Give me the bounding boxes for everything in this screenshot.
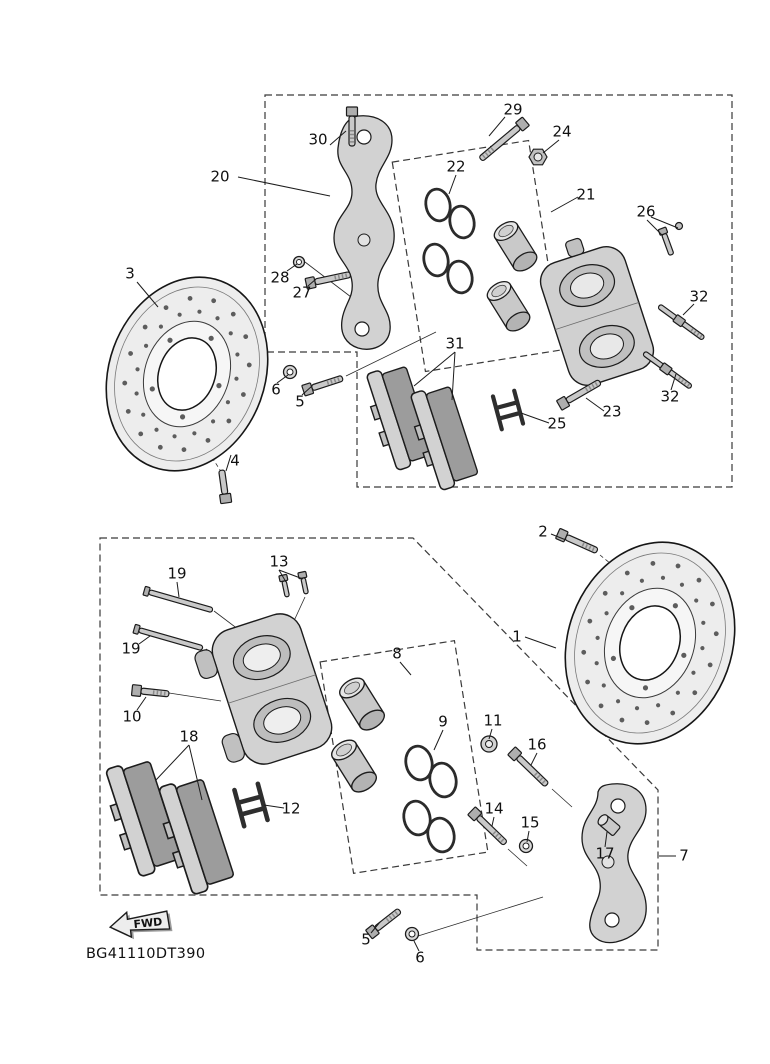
part-label-21: 21 bbox=[576, 185, 596, 204]
brake-pad bbox=[158, 779, 234, 895]
brake-pad bbox=[410, 386, 479, 491]
brake-disc-1 bbox=[564, 541, 736, 745]
pad-spring-12 bbox=[232, 781, 270, 829]
part-label-6: 6 bbox=[415, 948, 425, 967]
part-label-6: 6 bbox=[271, 380, 281, 399]
caliper-body-rear bbox=[194, 613, 333, 765]
part-label-13: 13 bbox=[269, 552, 289, 571]
bolt-5-lower bbox=[365, 908, 402, 940]
bolt-29 bbox=[479, 116, 530, 162]
caliper-piston bbox=[493, 220, 538, 272]
part-label-10: 10 bbox=[122, 707, 142, 726]
part-label-19: 19 bbox=[167, 564, 187, 583]
part-label-17: 17 bbox=[595, 844, 615, 863]
part-label-20: 20 bbox=[210, 167, 230, 186]
caliper-bracket-7 bbox=[581, 783, 647, 944]
bolt-16 bbox=[507, 746, 549, 787]
diagram-code: BG41110DT390 bbox=[86, 946, 206, 962]
washer-15 bbox=[518, 838, 534, 854]
seal-kit-9 bbox=[402, 744, 458, 854]
part-label-26: 26 bbox=[636, 202, 656, 221]
part-label-5: 5 bbox=[361, 930, 371, 949]
part-label-1: 1 bbox=[512, 627, 522, 646]
part-label-2: 2 bbox=[538, 522, 548, 541]
bolt-27 bbox=[304, 271, 351, 290]
part-label-18: 18 bbox=[179, 727, 199, 746]
part-label-25: 25 bbox=[547, 414, 567, 433]
part-label-15: 15 bbox=[520, 813, 540, 832]
screw-13 bbox=[297, 570, 309, 595]
part-label-28: 28 bbox=[270, 268, 290, 287]
part-label-7: 7 bbox=[679, 846, 689, 865]
caliper-piston bbox=[331, 739, 378, 793]
part-label-8: 8 bbox=[392, 644, 402, 663]
part-label-32: 32 bbox=[660, 387, 680, 406]
seal-kit-22 bbox=[422, 187, 476, 295]
bolt-30 bbox=[345, 106, 359, 147]
part-label-19: 19 bbox=[121, 639, 141, 658]
screw-13 bbox=[278, 573, 290, 598]
pad-pin-19 bbox=[142, 585, 214, 613]
caliper-bracket-20 bbox=[333, 115, 395, 350]
cap-nut-11 bbox=[480, 735, 498, 753]
bolt-4 bbox=[218, 469, 233, 505]
part-label-12: 12 bbox=[281, 799, 301, 818]
part-label-27: 27 bbox=[292, 283, 312, 302]
pad-spring-25 bbox=[490, 388, 526, 432]
bolt-2 bbox=[555, 528, 599, 554]
part-label-23: 23 bbox=[602, 402, 622, 421]
caliper-body-front bbox=[539, 237, 655, 386]
part-label-3: 3 bbox=[125, 264, 135, 283]
washer-6 bbox=[282, 364, 298, 380]
part-label-5: 5 bbox=[295, 392, 305, 411]
part-label-11: 11 bbox=[483, 711, 503, 730]
part-label-30: 30 bbox=[308, 130, 328, 149]
part-label-31: 31 bbox=[445, 334, 465, 353]
part-label-14: 14 bbox=[484, 799, 504, 818]
slide-pin-32 bbox=[642, 351, 693, 389]
part-label-22: 22 bbox=[446, 157, 466, 176]
bolt-14 bbox=[467, 806, 507, 846]
part-label-29: 29 bbox=[503, 100, 523, 119]
pad-pin-19 bbox=[132, 623, 204, 651]
brake-pad bbox=[105, 761, 181, 877]
bolt-10 bbox=[130, 684, 170, 698]
fwd-arrow: FWD bbox=[108, 910, 173, 940]
bolt-5 bbox=[301, 375, 344, 397]
part-label-4: 4 bbox=[230, 451, 240, 470]
bushing-17 bbox=[597, 814, 621, 836]
part-label-32: 32 bbox=[689, 287, 709, 306]
part-label-24: 24 bbox=[552, 122, 572, 141]
caliper-piston bbox=[339, 677, 386, 731]
leader-lines bbox=[136, 116, 695, 952]
part-label-9: 9 bbox=[438, 712, 448, 731]
brake-disc-3 bbox=[105, 276, 269, 472]
bolt-23 bbox=[556, 379, 602, 411]
part-label-16: 16 bbox=[527, 735, 547, 754]
slide-pin-32 bbox=[657, 304, 705, 340]
bleed-screw-26 bbox=[657, 221, 684, 256]
assembly-group-boxes bbox=[99, 94, 733, 951]
washer-6-lower bbox=[404, 926, 420, 942]
fwd-arrow-label: FWD bbox=[133, 915, 163, 931]
caliper-piston bbox=[486, 280, 531, 332]
nut-24 bbox=[528, 148, 548, 166]
